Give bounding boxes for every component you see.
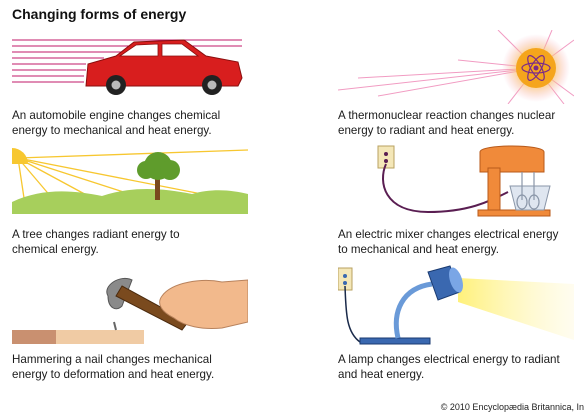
sun-atom-icon xyxy=(338,30,574,104)
caption-mixer: An electric mixer changes electrical ene… xyxy=(338,228,559,256)
tree-icon xyxy=(12,148,248,214)
caption-sun: A thermonuclear reaction changes nuclear… xyxy=(338,109,556,137)
copyright-credit: © 2010 Encyclopædia Britannica, In xyxy=(440,402,584,412)
hammer-hand-icon xyxy=(12,278,248,344)
car-icon xyxy=(12,39,243,95)
mixer-icon xyxy=(377,145,551,217)
lamp-icon xyxy=(338,265,574,345)
page-title: Changing forms of energy xyxy=(12,6,187,22)
caption-lamp: A lamp changes electrical energy to radi… xyxy=(338,353,560,381)
